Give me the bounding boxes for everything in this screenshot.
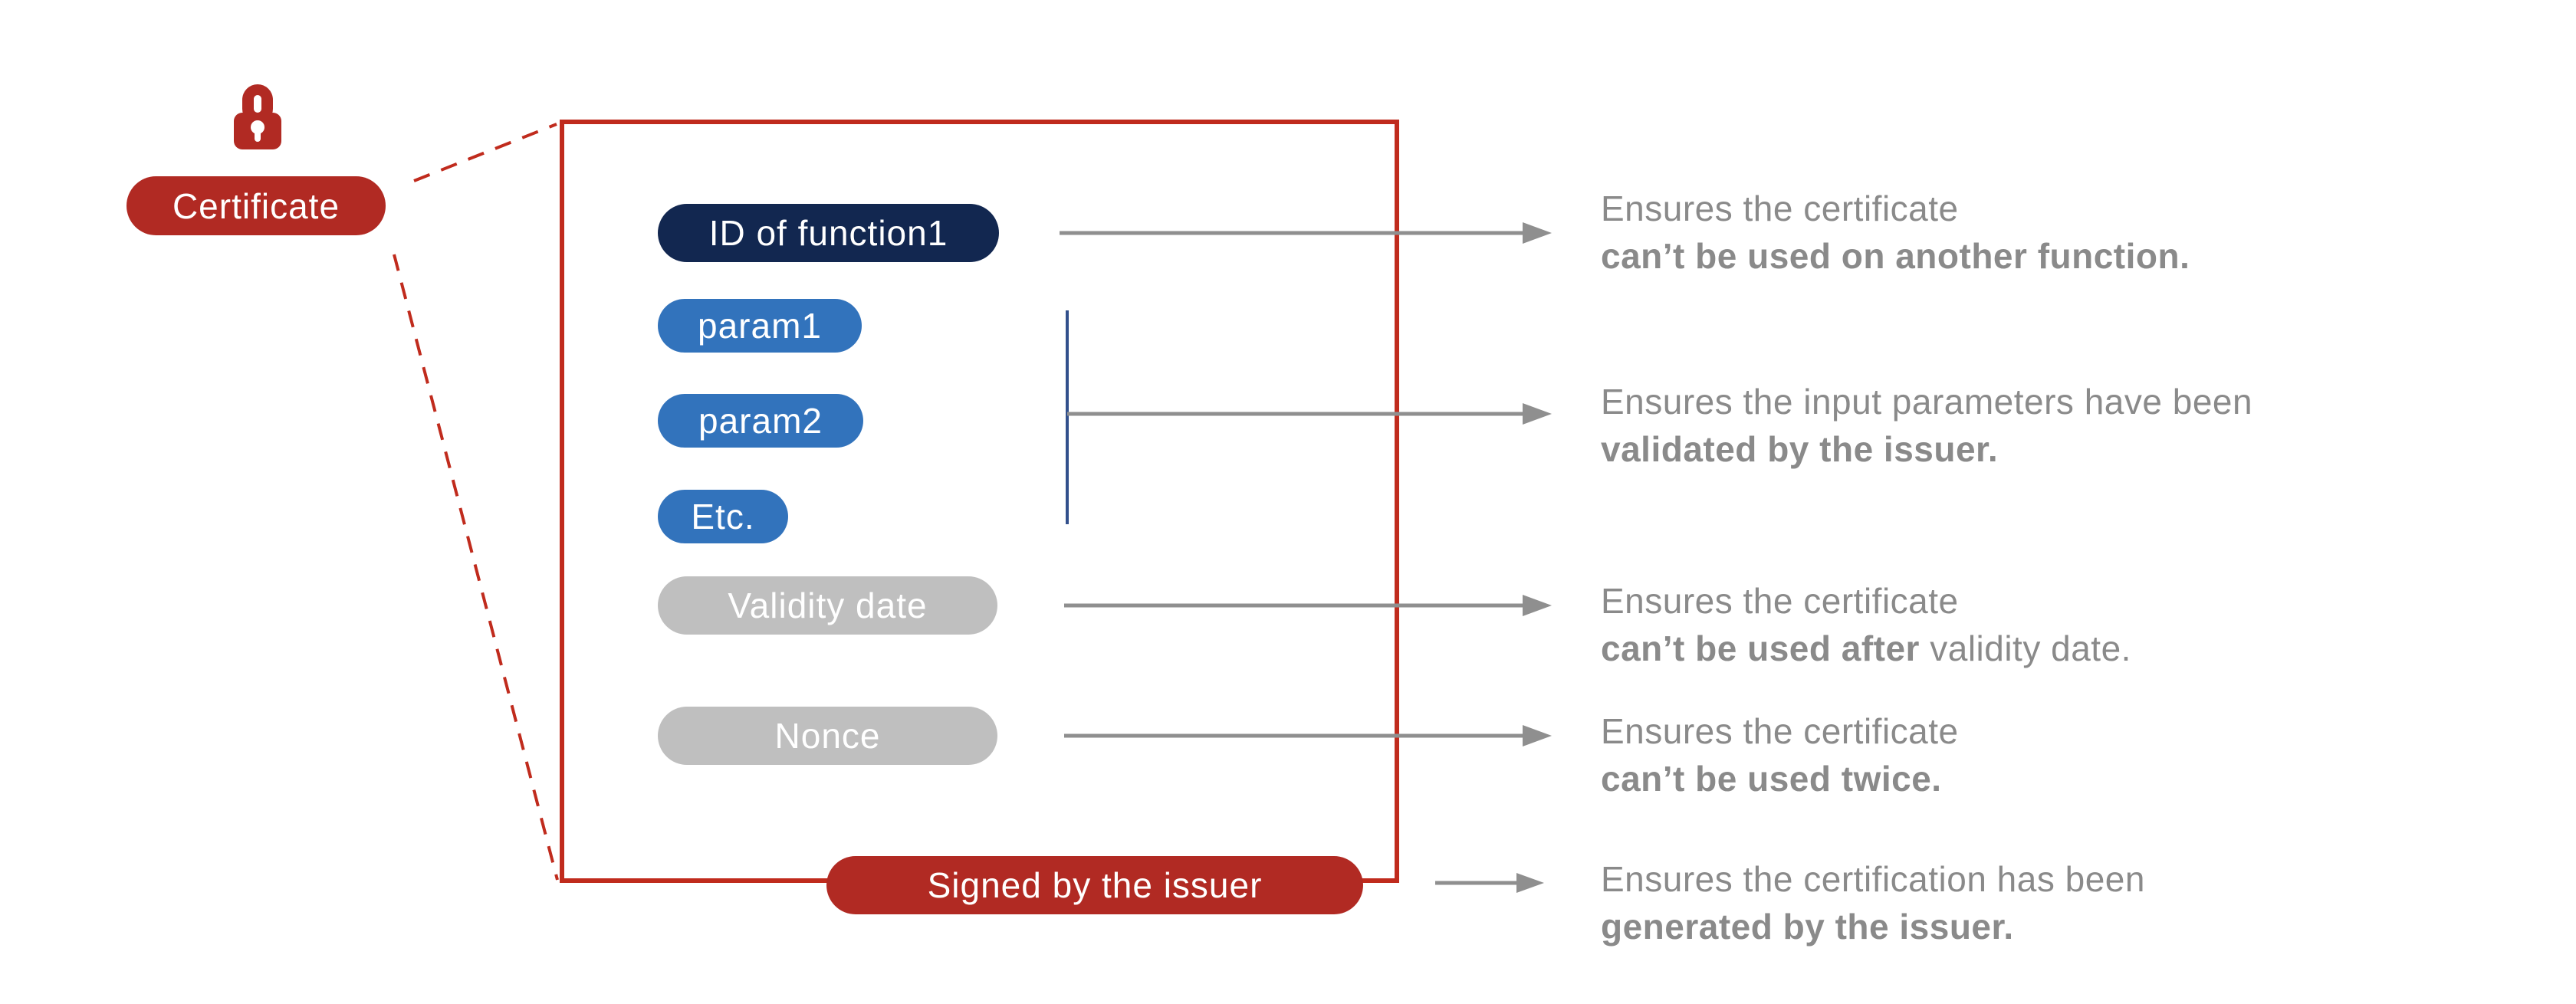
dashed-leader-top <box>413 123 557 182</box>
annotation-line2-rest: validity date. <box>1919 628 2131 668</box>
annotation-line2-bold: generated by the issuer. <box>1601 907 2014 947</box>
field-pill-validity-date: Validity date <box>658 576 997 635</box>
signed-by-issuer-pill: Signed by the issuer <box>826 856 1363 914</box>
annotation-line2-bold: can’t be used on another function. <box>1601 236 2190 276</box>
arrow-signed-head <box>1516 873 1544 893</box>
arrow-params-head <box>1523 403 1552 425</box>
field-pill-label: ID of function1 <box>708 213 948 253</box>
lock-icon <box>234 84 281 149</box>
annotation-line1: Ensures the certificate <box>1601 711 1959 751</box>
field-pill-label: Nonce <box>774 716 881 756</box>
signed-pill-label: Signed by the issuer <box>927 865 1263 905</box>
arrow-nonce-head <box>1523 725 1552 746</box>
annotation-line2-bold: can’t be used twice. <box>1601 759 1942 799</box>
field-pill-label: Etc. <box>691 497 755 536</box>
annotation-line2-bold: can’t be used after <box>1601 628 1920 668</box>
annotation-function-id: Ensures the certificate can’t be used on… <box>1601 185 2559 280</box>
arrow-validity-head <box>1523 595 1552 616</box>
field-pill-function-id: ID of function1 <box>658 204 999 262</box>
annotation-line1: Ensures the input parameters have been <box>1601 382 2253 422</box>
annotation-validity: Ensures the certificate can’t be used af… <box>1601 577 2559 672</box>
certificate-pill-label: Certificate <box>172 185 340 226</box>
field-pill-label: Validity date <box>728 586 928 625</box>
annotation-line1: Ensures the certification has been <box>1601 859 2145 899</box>
dashed-leader-bottom <box>393 254 559 881</box>
field-pill-label: param1 <box>698 306 822 346</box>
field-pill-param1: param1 <box>658 299 862 353</box>
field-pill-label: param2 <box>698 401 823 441</box>
annotation-line2-bold: validated by the issuer. <box>1601 429 1999 469</box>
arrow-id-head <box>1523 222 1552 244</box>
annotation-params: Ensures the input parameters have been v… <box>1601 378 2559 473</box>
annotation-line1: Ensures the certificate <box>1601 581 1959 621</box>
field-pill-param2: param2 <box>658 394 863 448</box>
annotation-signed: Ensures the certification has been gener… <box>1601 855 2559 950</box>
field-pill-etc: Etc. <box>658 490 788 543</box>
annotation-nonce: Ensures the certificate can’t be used tw… <box>1601 707 2559 802</box>
annotation-line1: Ensures the certificate <box>1601 189 1959 228</box>
certificate-pill: Certificate <box>127 176 386 235</box>
field-pill-nonce: Nonce <box>658 707 997 765</box>
